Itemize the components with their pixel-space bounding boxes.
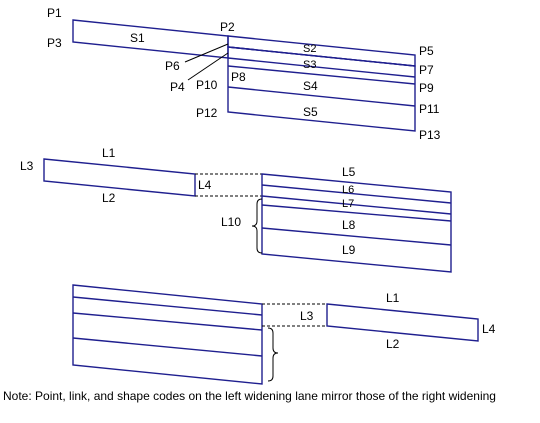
label-l4: L4 [198,178,212,192]
label-l10: L10 [221,215,241,229]
shape-s4-s5-divider [227,86,416,107]
label-l9: L9 [342,243,356,257]
link-l1-l2-right-lane [326,303,479,342]
label-s3: S3 [303,59,316,71]
label-l2-right: L2 [386,337,400,351]
label-s1: S1 [130,31,145,45]
label-p7: P7 [419,63,434,77]
widening-lanes-outline [227,46,416,132]
label-p5: P5 [419,44,434,58]
label-p11: P11 [419,102,440,116]
link-l5-l6-divider [261,184,452,204]
main-lane-bottom-edge [227,57,416,78]
label-l1-right: L1 [386,291,400,305]
label-l6: L6 [342,184,354,196]
label-p4: P4 [170,80,185,94]
link-l8-l9-divider [261,227,452,246]
label-p1: P1 [47,6,62,20]
link-l7-l8-divider [261,204,452,222]
left-widening-brace [267,327,279,382]
label-s5: S5 [303,105,318,119]
label-p2: P2 [220,20,235,34]
shape-s3-s4-divider [227,65,416,85]
label-l1: L1 [102,146,116,160]
label-l5: L5 [342,165,356,179]
left-lane-divider-2 [72,312,263,331]
label-s4: S4 [303,79,318,93]
link-l6-l7-divider [261,195,452,215]
footnote: Note: Point, link, and shape codes on th… [3,389,496,403]
left-lane-divider-1 [72,296,263,316]
shape-s1-outline [72,19,229,59]
label-p8: P8 [231,70,246,84]
label-p12: P12 [196,106,218,120]
label-p13: P13 [419,128,441,142]
label-l8: L8 [342,218,356,232]
label-p6: P6 [165,59,180,73]
label-l7: L7 [342,198,354,210]
p4-leader-line [187,52,229,81]
label-l3: L3 [300,309,314,323]
l10-brace [251,198,263,254]
p6-leader-line [184,43,229,63]
point-shape-diagram: P1 P2 P3 S1 S2 S3 S4 S5 P5 P6 P7 P8 P4 P… [47,6,441,142]
link-diagram-left-widening: L3 L1 L2 L4 [72,284,496,385]
label-p10: P10 [196,78,218,92]
label-l4-right: L4 [482,322,496,336]
link-l1-l2-lane [43,158,196,197]
link-diagram-right-widening: L3 L1 L2 L4 L5 L6 L7 L8 L9 L10 [20,146,452,273]
left-lane-divider-3 [72,337,263,357]
label-l2: L2 [102,191,116,205]
label-s2: S2 [303,43,316,55]
label-p3: P3 [47,36,62,50]
label-l3-left: L3 [20,159,34,173]
link-right-lanes-outline [261,173,452,273]
label-p9: P9 [419,81,434,95]
